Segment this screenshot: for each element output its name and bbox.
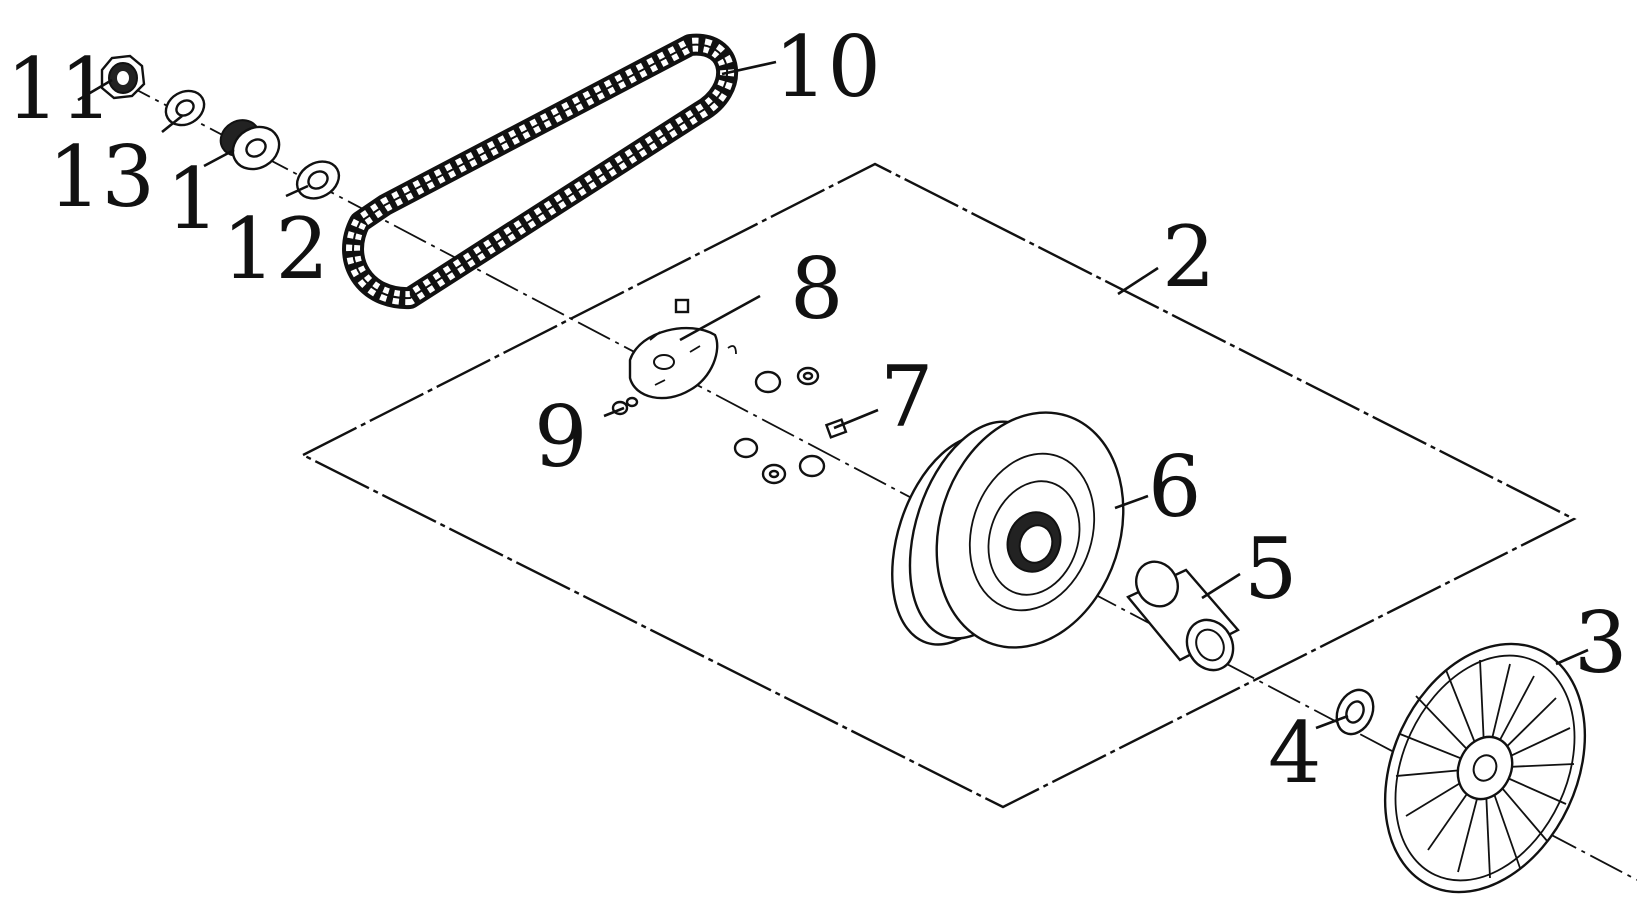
label-13: 13 [48, 128, 155, 226]
part-5-collar [1126, 560, 1240, 672]
label-11: 11 [6, 40, 113, 138]
part-4-washer [1335, 688, 1375, 736]
leader-lines [77, 60, 1589, 730]
part-8-ramp-plate [628, 298, 737, 400]
group-2-outline [300, 162, 1577, 809]
label-8: 8 [790, 240, 843, 338]
part-13-washer [164, 89, 206, 127]
label-2: 2 [1162, 208, 1215, 306]
part-6-drive-face [891, 411, 1125, 649]
part-12-washer [295, 160, 341, 200]
part-1-spacer [219, 119, 281, 171]
label-3: 3 [1574, 594, 1627, 692]
label-9: 9 [534, 388, 587, 486]
part-labels: 11 13 1 12 10 2 8 7 9 6 5 3 4 [6, 18, 1627, 802]
part-11-nut [100, 54, 146, 100]
label-4: 4 [1268, 704, 1321, 802]
label-6: 6 [1148, 438, 1201, 536]
label-5: 5 [1244, 520, 1297, 618]
label-10: 10 [774, 18, 881, 116]
label-12: 12 [222, 200, 329, 298]
part-10-drive-belt [342, 33, 738, 309]
part-3-fan-face [1383, 642, 1587, 894]
label-7: 7 [880, 348, 933, 446]
label-1: 1 [166, 150, 219, 248]
roller-weights [733, 366, 826, 485]
